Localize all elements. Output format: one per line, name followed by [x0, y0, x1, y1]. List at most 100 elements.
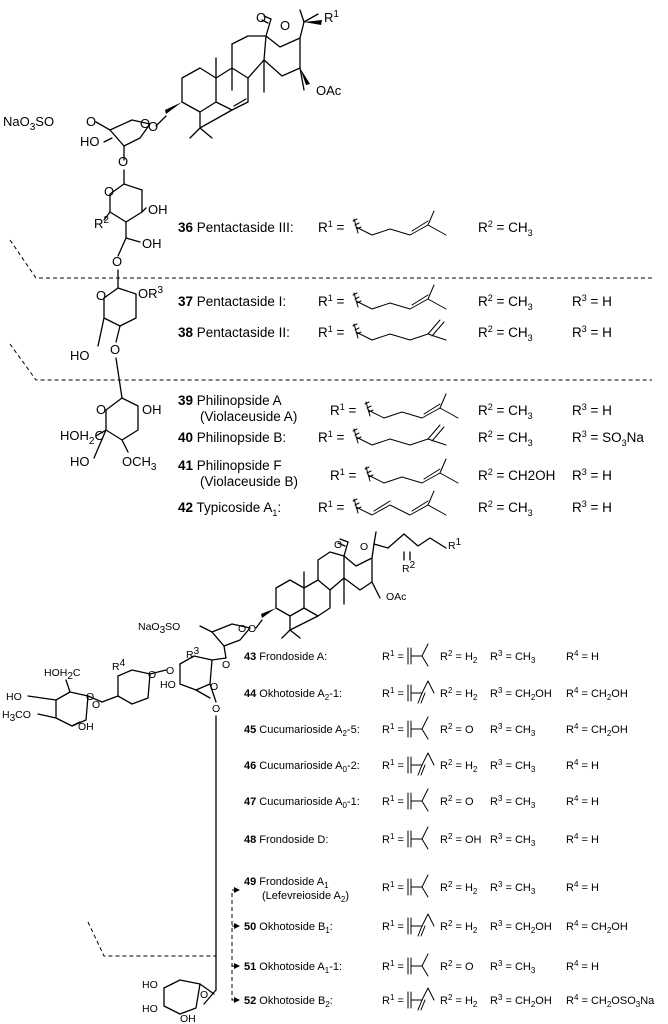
compound-number: 50: [244, 921, 256, 933]
b-ho-qui: HO: [160, 679, 176, 691]
svg-text:R3: R3: [186, 646, 200, 661]
compound-number: 47: [244, 796, 256, 808]
svg-text:O: O: [166, 665, 174, 677]
compound-alt-name: (Violaceuside B): [200, 474, 298, 489]
r4-def: R4 = CH2OH: [566, 919, 628, 935]
compound-label: 39 Philinopside A: [178, 393, 282, 408]
compound-alt-name: (Violaceuside A): [200, 409, 297, 424]
link-o-2: O: [112, 254, 122, 269]
r1-def: R1 =: [382, 649, 404, 663]
compound-alt-name: (Lefevreioside A2): [262, 890, 349, 904]
compound-name: Cucumarioside A: [256, 796, 343, 808]
b-r1: R: [448, 540, 456, 552]
compound-number: 52: [244, 995, 256, 1007]
r2-def: R2 = CH3: [478, 429, 533, 448]
r2-def: R2 = H2: [440, 880, 478, 896]
svg-text:R4: R4: [112, 658, 126, 673]
r1-def: R1 =: [382, 722, 404, 736]
r3-def: R3 = CH3: [490, 649, 536, 665]
svg-text:O: O: [210, 681, 218, 693]
b-lactone-ring-o: O: [360, 541, 368, 553]
svg-text:NaO3SO: NaO3SO: [138, 621, 180, 636]
compound-name: Frondoside A: [256, 876, 325, 888]
compound-number: 44: [244, 688, 257, 700]
svg-text:OH: OH: [78, 721, 94, 733]
r3-def: R3 = H: [572, 324, 612, 340]
compound-label: 45 Cucumarioside A2-5:: [244, 724, 360, 738]
compound-name: Philinopside A: [193, 393, 282, 408]
b-h3co: H: [2, 709, 10, 721]
compound-label: 43 Frondoside A:: [244, 651, 327, 663]
b-r2: R: [402, 563, 410, 575]
r3-def: R3 = H: [572, 293, 612, 309]
r4-def: R4 = H: [566, 959, 599, 973]
svg-text:R2: R2: [402, 560, 416, 575]
r2-def: R2 = H2: [440, 649, 478, 665]
compound-number: 49: [244, 876, 256, 888]
r1-def: R1 =: [318, 324, 345, 340]
r3-def: R3 = CH3: [490, 794, 536, 810]
top-compound-row: 41 Philinopside F(Violaceuside B) R1 = R2 …: [178, 458, 612, 489]
oac-label: OAc: [316, 83, 342, 98]
r2-def: R2 = CH3: [478, 499, 533, 518]
compound-number: 45: [244, 724, 256, 736]
r1-def: R1 =: [318, 499, 345, 515]
r3-def: R3 = CH3: [490, 959, 536, 975]
xylose2-ho: HO: [70, 348, 90, 363]
compound-label: 40 Philinopside B:: [178, 430, 286, 445]
r4-def: R4 = H: [566, 794, 599, 808]
compound-number: 43: [244, 651, 256, 663]
b-xyl2-ho-a: HO: [142, 979, 158, 991]
svg-text:O: O: [238, 623, 246, 635]
r1-def: R1 =: [382, 959, 404, 973]
top-aglycone: O O R1 OAc: [165, 9, 342, 139]
quinovose-oh-1: OH: [148, 202, 168, 217]
r4-def: R4 = H: [566, 758, 599, 772]
compound-label: 41 Philinopside F: [178, 458, 282, 473]
compound-number: 48: [244, 834, 256, 846]
link-o-3: O: [110, 342, 120, 357]
compound-number: 46: [244, 760, 256, 772]
r1-def: R1 =: [330, 467, 357, 483]
naso3so-label: NaO: [3, 114, 30, 129]
quinovose-oh-2: OH: [142, 236, 162, 251]
svg-text:R2: R2: [94, 215, 109, 231]
compound-name: Philinopside B:: [193, 430, 286, 445]
top-compound-row: 36 Pentactaside III:R1 =R2 = CH3: [178, 210, 533, 238]
compound-number: 38: [178, 325, 194, 340]
compound-label: 42 Typicoside A1:: [178, 500, 281, 518]
r3-def: R3 = CH3: [490, 722, 536, 738]
quinovose-r2: R: [94, 216, 103, 231]
compound-label: 49 Frondoside A1: [244, 876, 329, 890]
svg-text:NaO3SO: NaO3SO: [3, 114, 54, 133]
r3-def: R3 = CH3: [490, 758, 536, 774]
b-r3: R: [186, 649, 194, 661]
svg-text:O: O: [86, 114, 96, 129]
compound-number: 36: [178, 220, 194, 235]
compound-name: Frondoside A:: [256, 651, 327, 663]
r3-def: R3 = CH2OH: [490, 686, 552, 702]
r3-def: R3 = SO3Na: [572, 429, 644, 448]
compound-label: 38 Pentactaside II:: [178, 325, 290, 340]
xylose-ring-o: O: [140, 116, 150, 131]
r2-def: R2 = CH2OH: [478, 467, 555, 483]
b-xyl2-oh: OH: [180, 1013, 196, 1024]
compound-label: 46 Cucumarioside A0-2:: [244, 760, 360, 774]
compound-label: 52 Okhotoside B2:: [244, 995, 333, 1009]
compound-number: 37: [178, 294, 193, 309]
compound-name: Philinopside F: [193, 458, 282, 473]
r3-def: R3 = CH2OH: [490, 919, 552, 935]
compound-name: Cucumarioside A: [256, 760, 343, 772]
r1-def: R1 =: [382, 794, 404, 808]
r2-def: R2 = H2: [440, 686, 478, 702]
